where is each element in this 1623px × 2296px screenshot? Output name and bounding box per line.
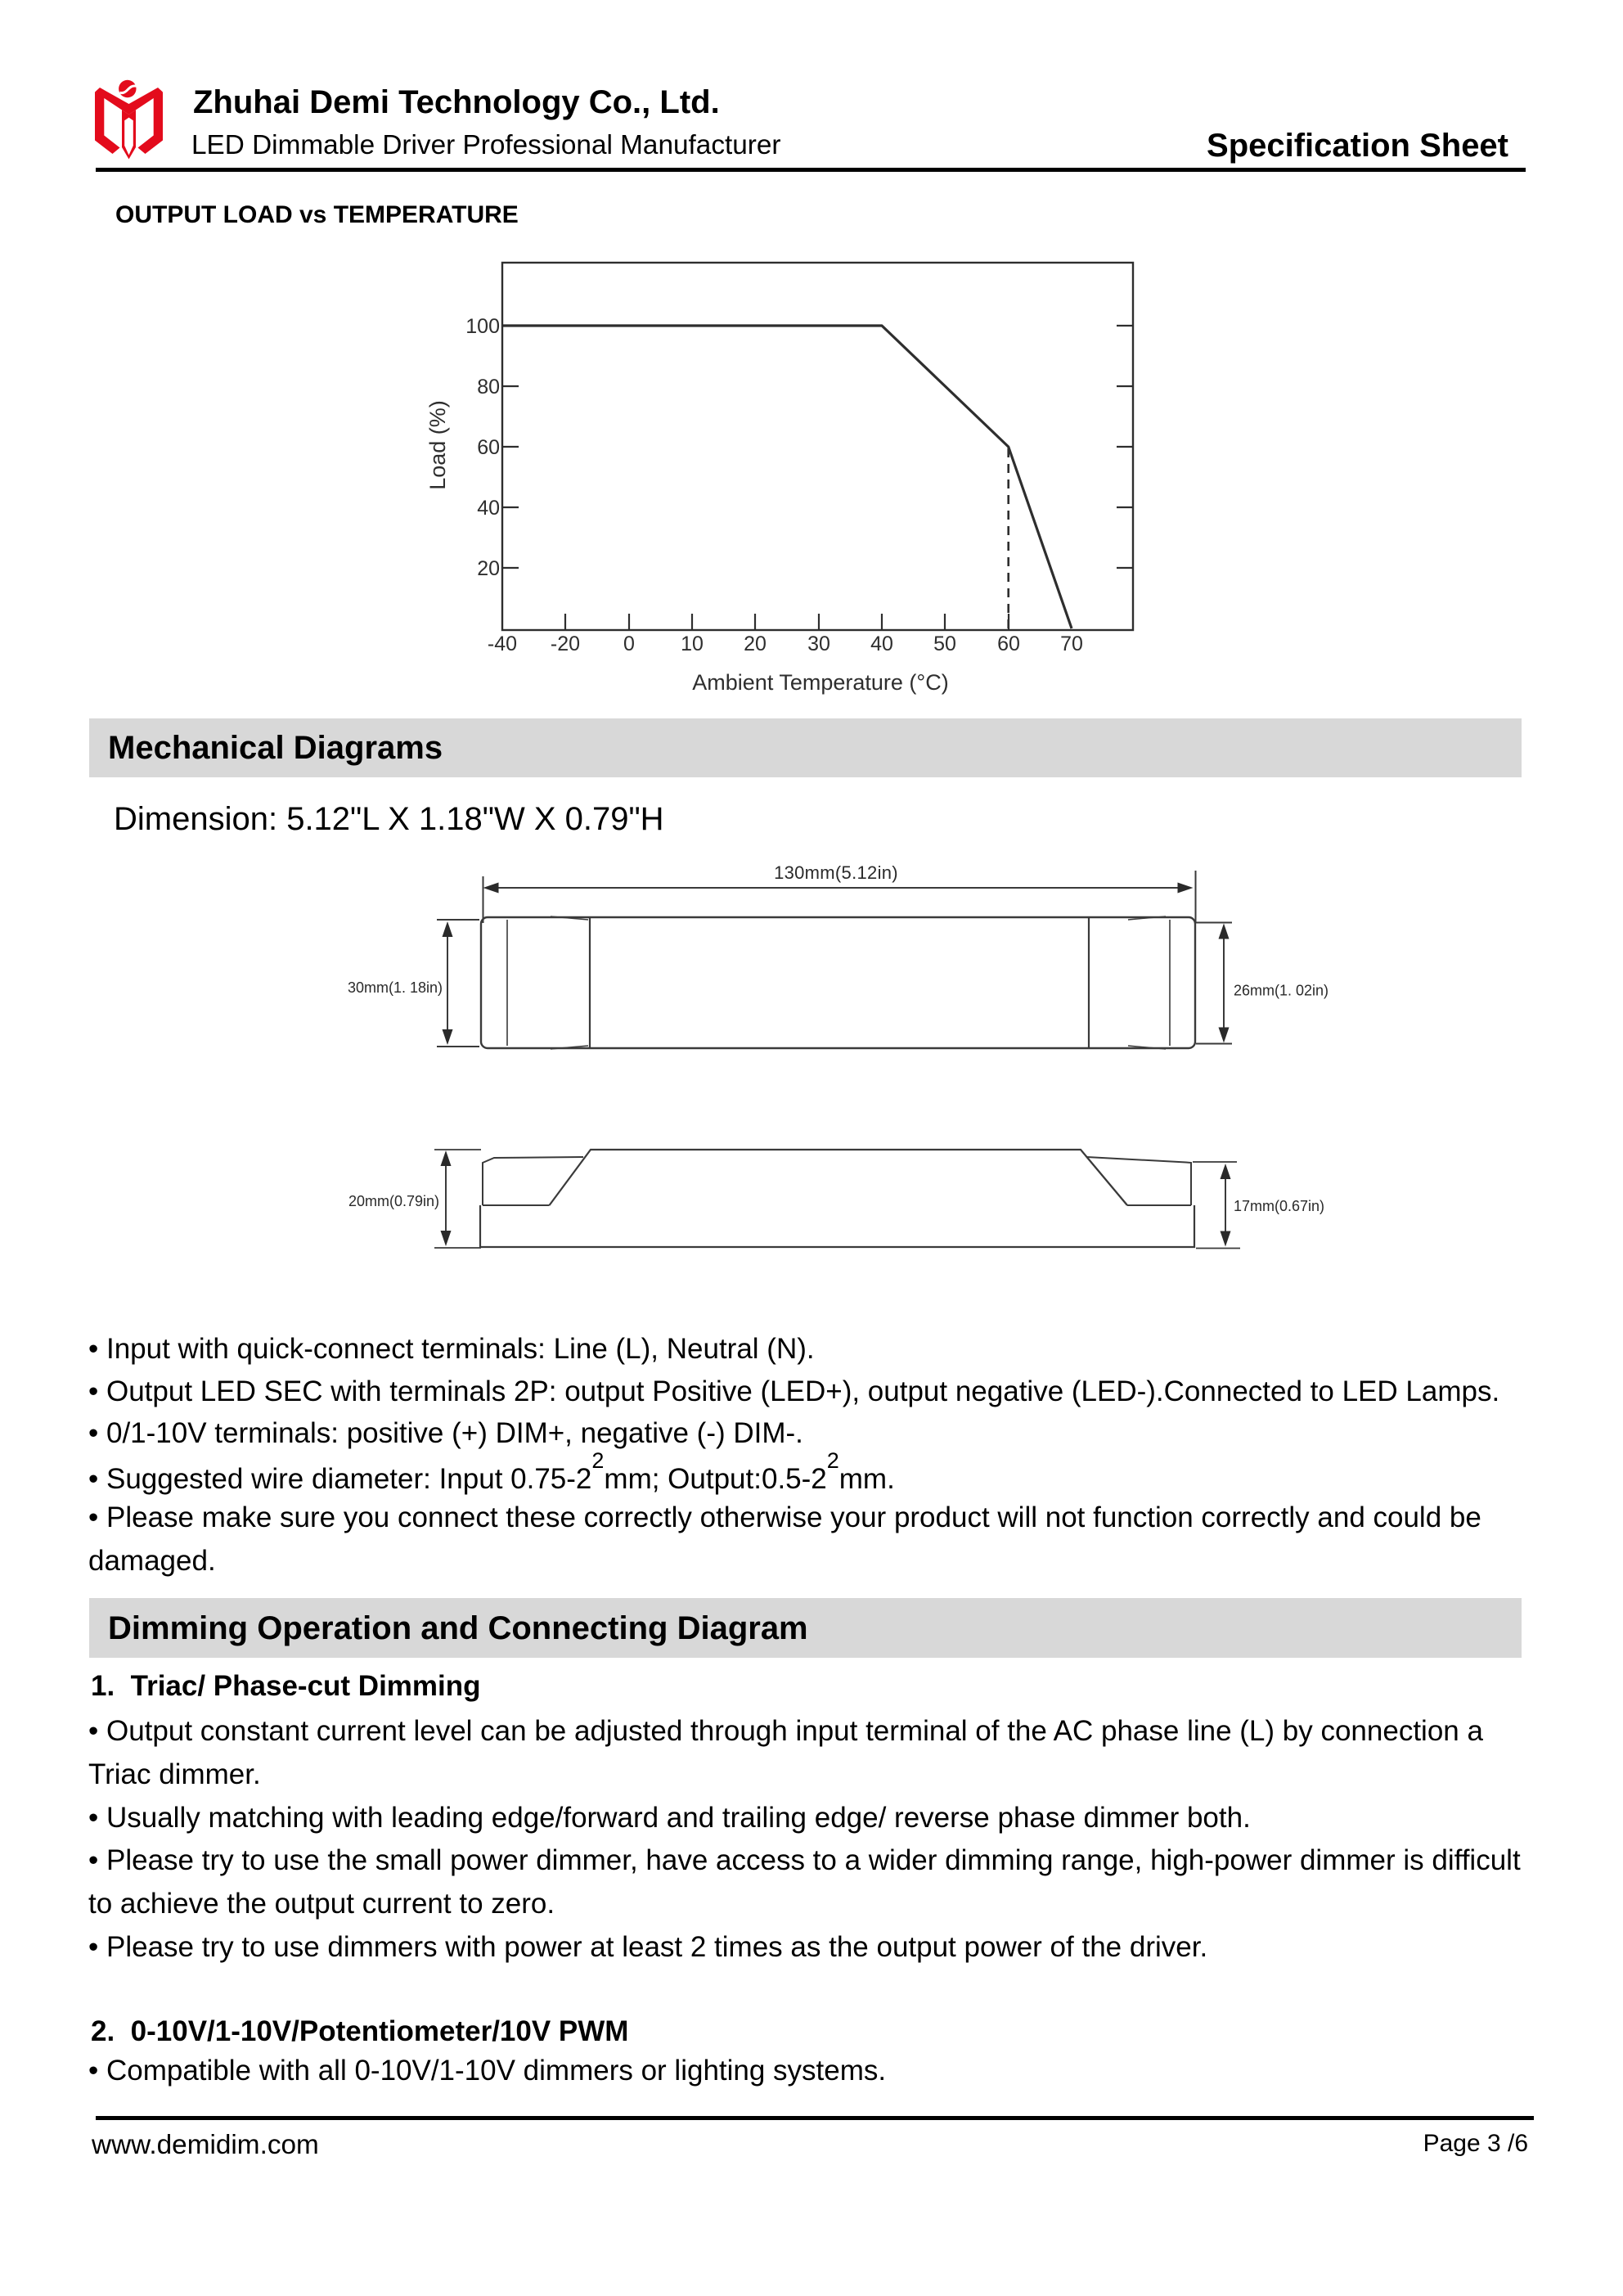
svg-text:0: 0 <box>623 633 635 655</box>
svg-text:100: 100 <box>465 315 500 338</box>
svg-text:50: 50 <box>933 633 956 655</box>
svg-text:-40: -40 <box>488 633 517 655</box>
svg-text:Load (%): Load (%) <box>425 400 450 490</box>
svg-text:40: 40 <box>870 633 893 655</box>
svg-text:20: 20 <box>477 557 500 580</box>
svg-text:30: 30 <box>807 633 830 655</box>
svg-text:60: 60 <box>997 633 1020 655</box>
svg-text:80: 80 <box>477 376 500 398</box>
svg-text:40: 40 <box>477 497 500 520</box>
svg-text:20: 20 <box>744 633 767 655</box>
svg-text:60: 60 <box>477 436 500 459</box>
svg-text:30mm(1. 18in): 30mm(1. 18in) <box>348 979 443 996</box>
svg-text:Ambient Temperature (°C): Ambient Temperature (°C) <box>692 670 948 695</box>
svg-text:17mm(0.67in): 17mm(0.67in) <box>1234 1198 1324 1214</box>
svg-text:20mm(0.79in): 20mm(0.79in) <box>348 1193 439 1209</box>
svg-text:26mm(1. 02in): 26mm(1. 02in) <box>1234 983 1329 999</box>
svg-text:10: 10 <box>681 633 704 655</box>
svg-text:70: 70 <box>1060 633 1083 655</box>
svg-text:-20: -20 <box>551 633 580 655</box>
svg-text:130mm(5.12in): 130mm(5.12in) <box>774 862 898 883</box>
